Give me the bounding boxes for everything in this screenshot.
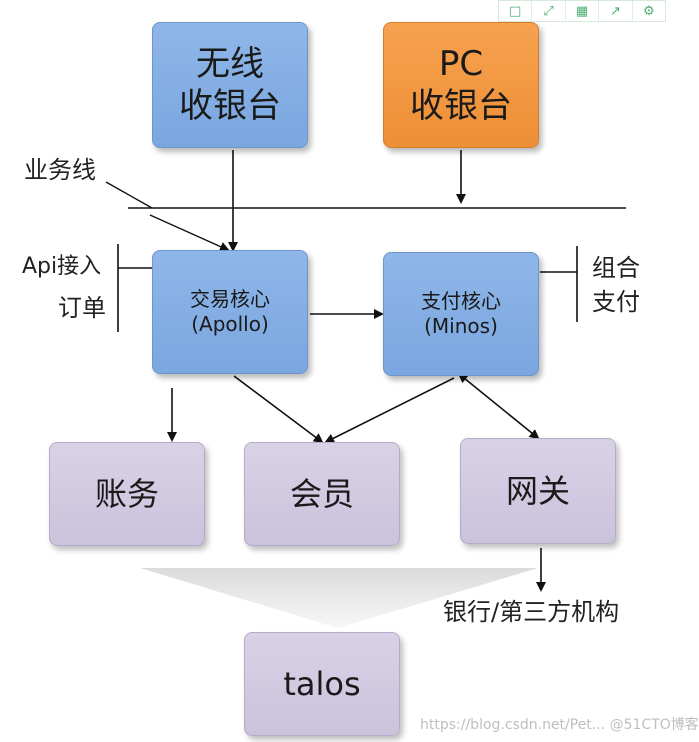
member-label: 会员 <box>289 475 354 513</box>
talos-label: talos <box>283 665 361 703</box>
save-icon[interactable]: ▦ <box>566 1 600 21</box>
funnel-shape <box>140 568 538 628</box>
combined-pay-label-1: 组合 <box>592 254 640 282</box>
gateway-box: 网关 <box>460 438 616 544</box>
arrow-pay-to-member <box>324 377 455 443</box>
business-line-label: 业务线 <box>24 156 96 184</box>
pay-core-title: 支付核心 <box>421 289 501 313</box>
arrow-trade-to-member <box>233 375 324 444</box>
pc-pos-line2: 收银台 <box>410 86 512 126</box>
pc-pos-box: PC 收银台 <box>383 22 539 148</box>
member-box: 会员 <box>244 442 400 546</box>
expand-icon[interactable]: ⤢ <box>532 1 566 21</box>
pay-core-box: 支付核心 (Minos) <box>383 252 539 376</box>
image-toolbar: □ ⤢ ▦ ↗ ⚙ <box>498 0 666 22</box>
share-icon[interactable]: ↗ <box>599 1 633 21</box>
business-line-pointer <box>105 181 153 209</box>
watermark: https://blog.csdn.net/Pet... @51CTO博客 <box>420 717 699 733</box>
arrow-pay-gateway <box>457 372 540 440</box>
gateway-label: 网关 <box>505 472 570 510</box>
bank-label: 银行/第三方机构 <box>443 598 620 626</box>
copy-icon[interactable]: □ <box>499 1 533 21</box>
pc-pos-line1: PC <box>438 43 484 84</box>
wireless-pos-line2: 收银台 <box>179 86 281 126</box>
trade-core-box: 交易核心 (Apollo) <box>152 250 308 374</box>
arrow-api-to-trade <box>149 214 230 252</box>
talos-box: talos <box>244 632 400 736</box>
wireless-pos-line1: 无线 <box>196 43 264 84</box>
settings-icon[interactable]: ⚙ <box>643 3 655 19</box>
api-access-label: Api接入 <box>22 254 102 279</box>
trade-core-title: 交易核心 <box>190 287 270 311</box>
trade-core-subtitle: (Apollo) <box>191 312 269 336</box>
combined-pay-label-2: 支付 <box>592 288 640 316</box>
pay-core-subtitle: (Minos) <box>424 314 498 338</box>
order-label: 订单 <box>58 294 106 322</box>
accounting-box: 账务 <box>49 442 205 546</box>
accounting-label: 账务 <box>94 475 159 513</box>
wireless-pos-box: 无线 收银台 <box>152 22 308 148</box>
